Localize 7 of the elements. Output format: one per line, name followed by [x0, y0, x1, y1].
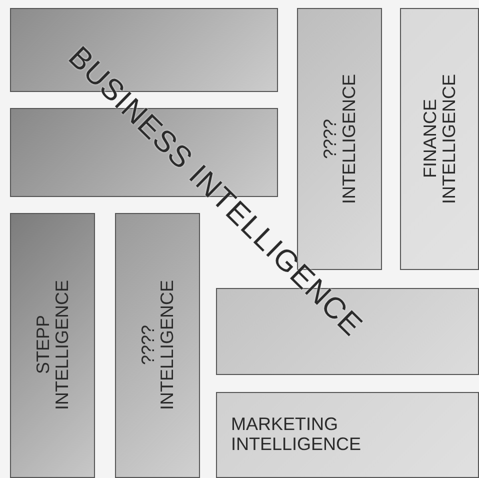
panel-title: FINANCE INTELLIGENCE: [420, 74, 458, 204]
text-panel: [10, 213, 95, 478]
panel-title: ???? INTELLIGENCE: [138, 280, 176, 411]
panel-title: STEPP INTELLIGENCE: [34, 280, 72, 411]
panel-title: MARKETING INTELLIGENCE: [231, 415, 362, 455]
text-panel: [216, 392, 479, 478]
text-panel: [400, 8, 479, 270]
